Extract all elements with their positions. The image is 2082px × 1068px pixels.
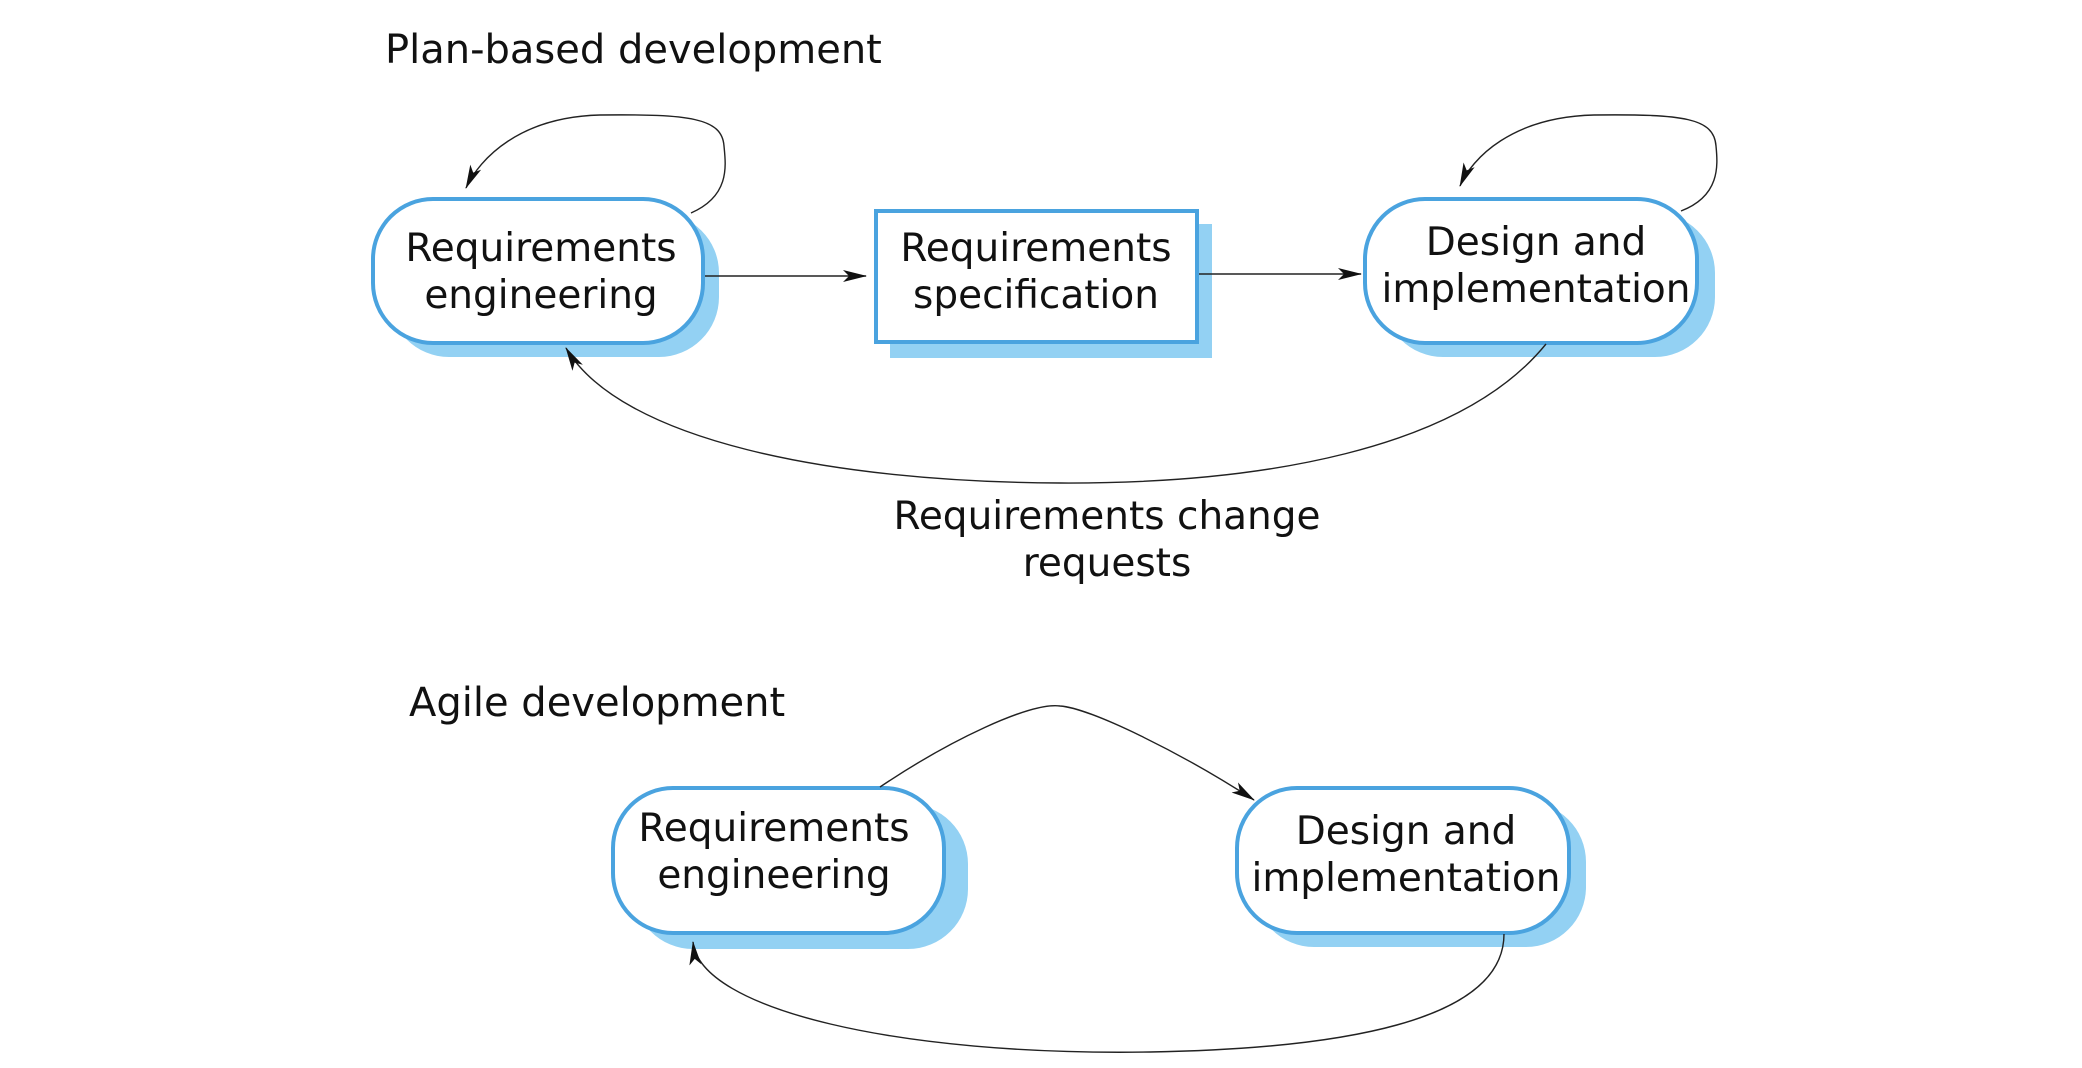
plan-requirements-self-loop-arrow bbox=[465, 114, 726, 214]
agile-node-design-implementation-line1: Design and bbox=[1296, 809, 1516, 854]
plan-node-design-implementation-line1: Design and bbox=[1426, 220, 1646, 265]
agile-requirements-to-design-arrow bbox=[879, 705, 1255, 801]
plan-change-request-label-line2: requests bbox=[1023, 541, 1192, 586]
plan-node-design-implementation-line2: implementation bbox=[1381, 267, 1690, 312]
plan-node-design-implementation: Design and implementation bbox=[1363, 197, 1715, 357]
agile-node-design-implementation: Design and implementation bbox=[1235, 786, 1586, 947]
agile-node-requirements-engineering-line1: Requirements bbox=[638, 806, 909, 851]
plan-based-title: Plan-based development bbox=[385, 27, 882, 73]
plan-based-section: Plan-based development Requirements engi… bbox=[371, 27, 1718, 586]
plan-change-request-feedback-arrow bbox=[565, 343, 1547, 484]
agile-section: Agile development Requirements engineeri… bbox=[409, 680, 1586, 1053]
agile-node-design-implementation-box bbox=[1235, 786, 1571, 935]
plan-change-request-label-line1: Requirements change bbox=[893, 494, 1320, 539]
plan-node-design-implementation-box bbox=[1363, 197, 1699, 345]
agile-node-design-implementation-line2: implementation bbox=[1251, 856, 1560, 901]
plan-node-requirements-specification-line2: specification bbox=[913, 273, 1159, 318]
plan-node-requirements-engineering-box bbox=[371, 197, 705, 345]
agile-design-to-requirements-arrow bbox=[689, 933, 1505, 1053]
agile-node-requirements-engineering-line2: engineering bbox=[657, 853, 890, 898]
plan-design-self-loop-arrow bbox=[1459, 114, 1718, 212]
plan-node-requirements-engineering: Requirements engineering bbox=[371, 197, 719, 357]
agile-title: Agile development bbox=[409, 680, 785, 726]
agile-node-requirements-engineering: Requirements engineering bbox=[611, 786, 968, 949]
plan-node-requirements-engineering-line2: engineering bbox=[424, 273, 657, 318]
agile-node-requirements-engineering-box bbox=[611, 786, 946, 935]
plan-node-requirements-specification: Requirements specification bbox=[874, 209, 1212, 358]
plan-node-requirements-specification-box bbox=[874, 209, 1199, 344]
plan-node-requirements-specification-line1: Requirements bbox=[900, 226, 1171, 271]
plan-node-requirements-engineering-line1: Requirements bbox=[405, 226, 676, 271]
